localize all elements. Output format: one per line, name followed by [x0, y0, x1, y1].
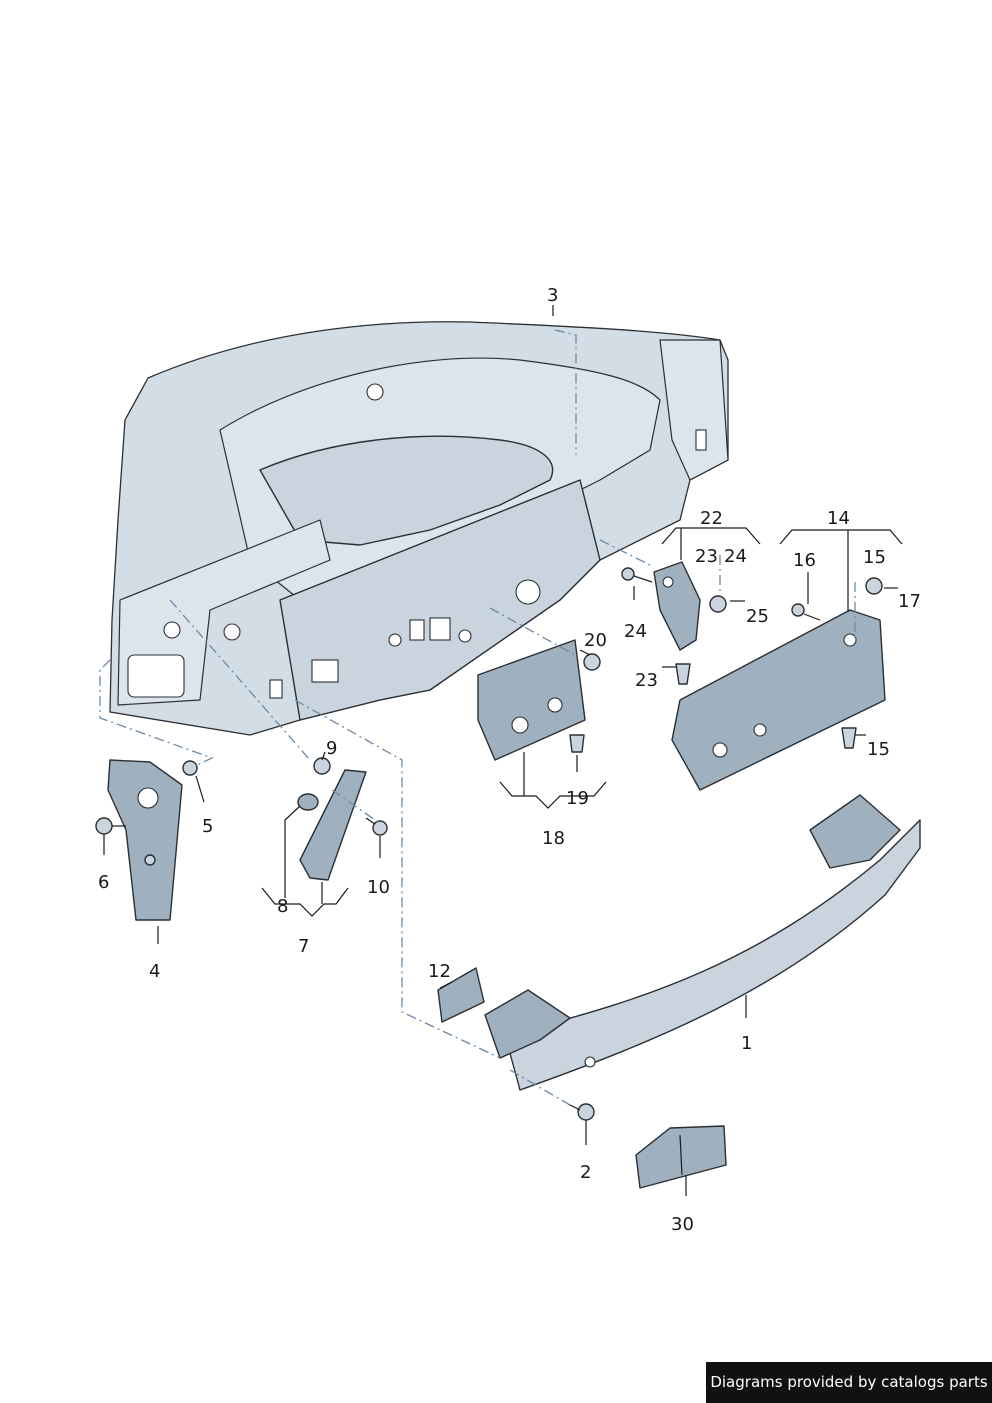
callout-22: 22: [700, 508, 723, 529]
callout-7: 7: [298, 936, 310, 957]
callout-30: 30: [671, 1214, 694, 1235]
callout-3: 3: [547, 285, 559, 306]
callout-18: 18: [542, 828, 565, 849]
callout-1: 1: [741, 1033, 753, 1054]
callout-19: 19: [566, 788, 589, 809]
part-1-bumper-beam: [484, 794, 921, 1091]
callout-15-top: 15: [863, 547, 886, 568]
footer-credit: Diagrams provided by catalogs parts: [706, 1362, 992, 1403]
fastener-2: [567, 1103, 595, 1121]
callout-8: 8: [277, 896, 289, 917]
callout-25: 25: [746, 606, 769, 627]
callout-2: 2: [580, 1162, 592, 1183]
part-22-bracket: [653, 561, 701, 651]
fastener-8: [297, 793, 319, 811]
fastener-25: [709, 595, 727, 613]
leaders: [103, 305, 903, 1196]
callout-17: 17: [898, 591, 921, 612]
callout-24-left: 24: [624, 621, 647, 642]
part-4-bracket: [107, 759, 183, 921]
part-18-plate: [477, 639, 586, 761]
callout-14: 14: [827, 508, 850, 529]
callout-15-low: 15: [867, 739, 890, 760]
part-7-bracket: [299, 769, 367, 881]
callout-9: 9: [326, 738, 338, 759]
callout-10: 10: [367, 877, 390, 898]
callout-24-top: 24: [724, 546, 747, 567]
fastener-15: [841, 727, 857, 749]
assembly-lines: [99, 329, 856, 1106]
fastener-16: [791, 603, 821, 621]
fastener-20: [583, 653, 601, 671]
fastener-10: [365, 817, 388, 836]
fastener-9: [313, 757, 331, 775]
part-14-plate: [671, 609, 886, 791]
callout-23-low: 23: [635, 670, 658, 691]
rear-body-shell: [109, 321, 729, 736]
callout-16: 16: [793, 550, 816, 571]
part-12-cover: [437, 967, 485, 1023]
callout-6: 6: [98, 872, 110, 893]
callout-23-top: 23: [695, 546, 718, 567]
callout-4: 4: [149, 961, 161, 982]
fastener-19: [569, 734, 585, 753]
fastener-24: [621, 567, 653, 583]
callout-5: 5: [202, 816, 214, 837]
part-30-guide: [635, 1125, 727, 1189]
fastener-5: [182, 760, 198, 776]
fastener-23: [675, 663, 691, 685]
callout-12: 12: [428, 961, 451, 982]
fastener-17: [865, 577, 883, 595]
callout-20: 20: [584, 630, 607, 651]
